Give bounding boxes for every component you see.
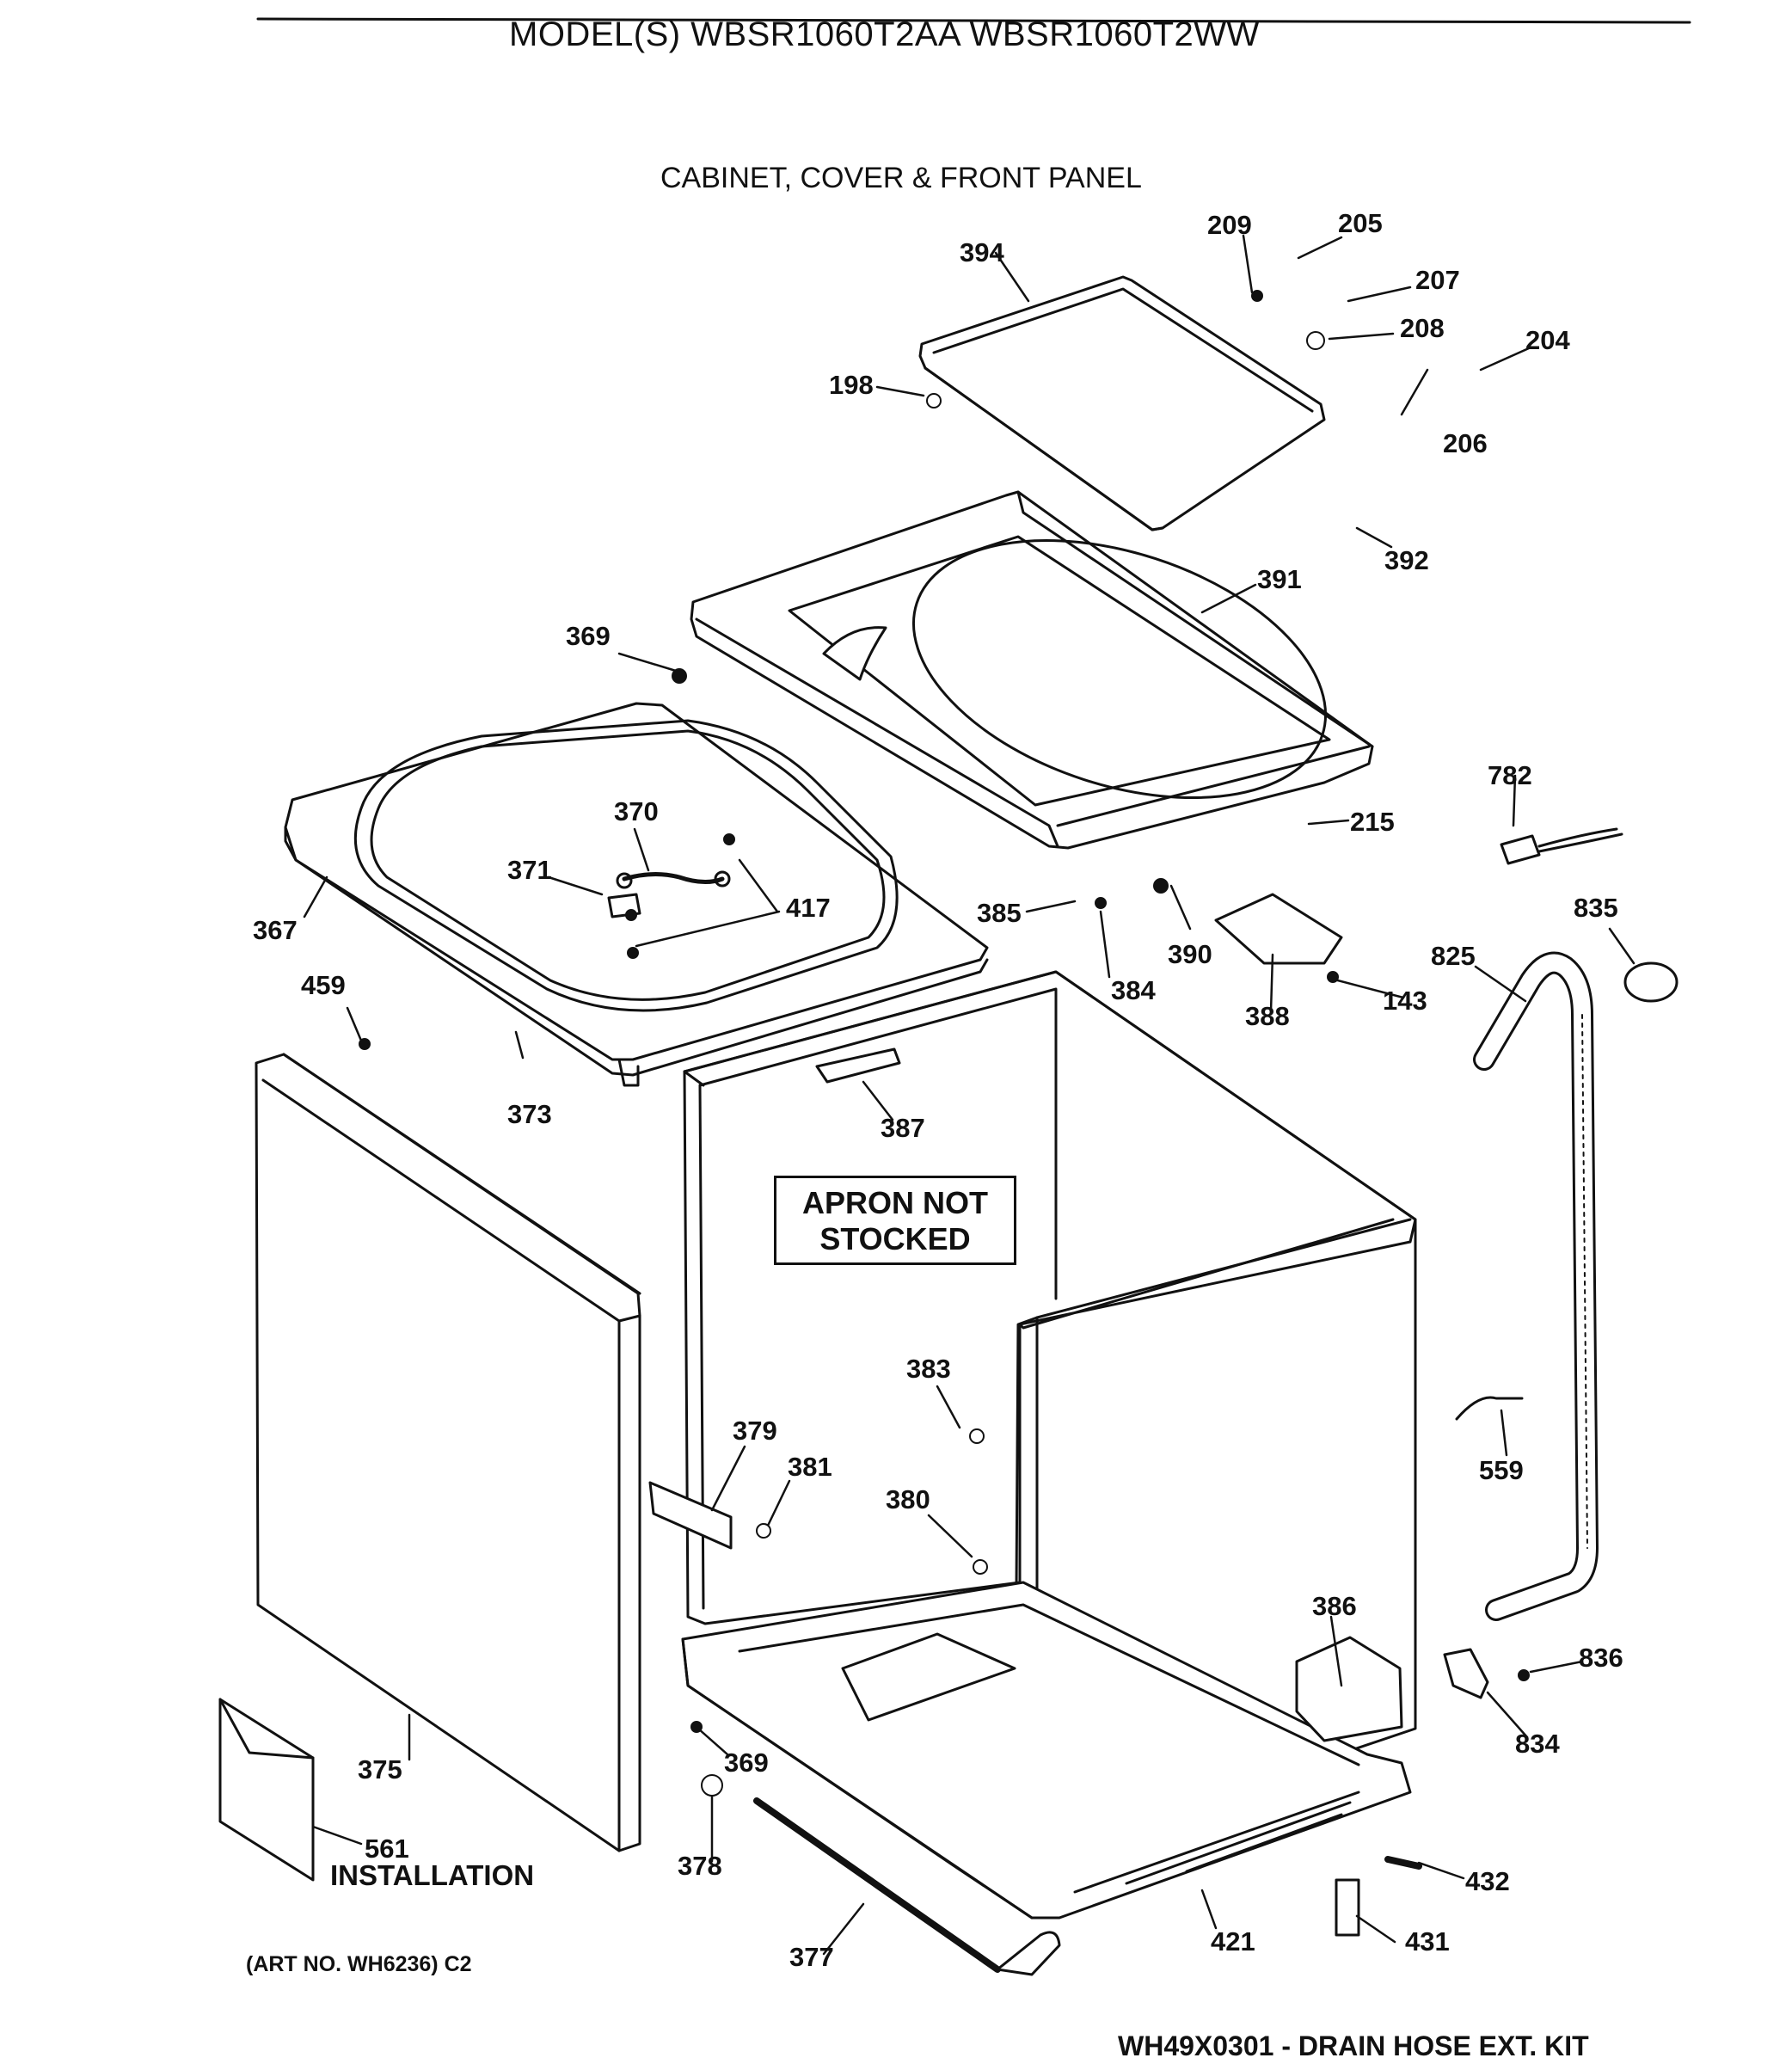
brace-379 xyxy=(650,1483,731,1548)
callout-367: 367 xyxy=(253,915,298,945)
leader-lines xyxy=(304,236,1634,1954)
callout-559: 559 xyxy=(1479,1455,1524,1485)
bracket-834 xyxy=(1445,1649,1488,1698)
callout-561: 561 xyxy=(365,1834,409,1864)
rod-377 xyxy=(757,1801,1059,1975)
section-title: CABINET, COVER & FRONT PANEL xyxy=(660,162,1142,194)
notice-line-1: APRON NOT xyxy=(802,1185,988,1220)
callout-379: 379 xyxy=(733,1416,777,1446)
callout-369-top: 369 xyxy=(566,621,611,651)
callout-143: 143 xyxy=(1383,986,1427,1016)
leveling-leg-431 xyxy=(1336,1880,1359,1935)
callout-388: 388 xyxy=(1245,1001,1290,1031)
callout-834: 834 xyxy=(1515,1729,1560,1759)
callout-377: 377 xyxy=(789,1942,834,1972)
callout-204: 204 xyxy=(1525,325,1570,355)
base-frame xyxy=(683,1582,1410,1918)
callout-782: 782 xyxy=(1488,760,1532,790)
callout-378: 378 xyxy=(678,1851,722,1881)
art-number: (ART NO. WH6236) C2 xyxy=(246,1952,472,1976)
callout-835: 835 xyxy=(1574,893,1618,923)
callout-836: 836 xyxy=(1579,1643,1623,1673)
notice-line-2: STOCKED xyxy=(819,1221,971,1256)
callout-392: 392 xyxy=(1384,545,1429,575)
callout-387: 387 xyxy=(881,1113,925,1143)
callout-391: 391 xyxy=(1257,564,1302,594)
callout-375: 375 xyxy=(358,1754,402,1784)
callout-432: 432 xyxy=(1465,1866,1510,1896)
hardware-fasteners xyxy=(359,291,1529,1796)
callout-207: 207 xyxy=(1415,265,1460,295)
tub-cover-frame-367 xyxy=(285,703,987,1085)
clip-387 xyxy=(817,1049,899,1082)
callout-198: 198 xyxy=(829,370,874,400)
apron-not-stocked-notice: APRON NOT STOCKED xyxy=(774,1176,1016,1265)
callout-381: 381 xyxy=(788,1452,832,1482)
callout-825: 825 xyxy=(1431,941,1476,971)
callout-215: 215 xyxy=(1350,807,1395,837)
callout-209: 209 xyxy=(1207,210,1252,240)
callout-421: 421 xyxy=(1211,1926,1255,1956)
callout-383: 383 xyxy=(906,1354,951,1384)
callout-380: 380 xyxy=(886,1484,930,1514)
callout-431: 431 xyxy=(1405,1926,1450,1956)
page-title: MODEL(S) WBSR1060T2AA WBSR1060T2WW xyxy=(509,15,1260,53)
installation-envelope-561 xyxy=(220,1699,313,1880)
callout-369-bottom: 369 xyxy=(724,1748,769,1778)
top-cover-391 xyxy=(691,492,1372,848)
callout-205: 205 xyxy=(1338,208,1383,238)
callout-459: 459 xyxy=(301,970,346,1000)
callout-385: 385 xyxy=(977,898,1022,928)
lid-394 xyxy=(920,277,1324,530)
callout-390: 390 xyxy=(1168,939,1212,969)
callout-370: 370 xyxy=(614,796,659,826)
lid-switch-388 xyxy=(1216,894,1341,963)
clamp-835 xyxy=(1625,963,1677,1001)
wire-559 xyxy=(1457,1398,1522,1419)
installation-label: INSTALLATION xyxy=(330,1859,535,1891)
callout-417: 417 xyxy=(786,893,831,923)
callout-394: 394 xyxy=(960,237,1004,267)
drain-hose-825 xyxy=(1484,963,1587,1610)
callout-371: 371 xyxy=(507,855,552,885)
pin-432 xyxy=(1388,1859,1419,1866)
header-rule xyxy=(258,19,1690,22)
callout-206: 206 xyxy=(1443,428,1488,458)
callout-386: 386 xyxy=(1312,1591,1357,1621)
front-panel-375 xyxy=(256,1054,640,1851)
callout-384: 384 xyxy=(1111,975,1156,1005)
bracket-386 xyxy=(1297,1637,1402,1741)
cabinet xyxy=(684,972,1415,1858)
callout-208: 208 xyxy=(1400,313,1445,343)
wire-harness-782 xyxy=(1501,829,1622,863)
callout-373: 373 xyxy=(507,1099,552,1129)
drain-hose-kit-label: WH49X0301 - DRAIN HOSE EXT. KIT xyxy=(1118,2030,1589,2061)
